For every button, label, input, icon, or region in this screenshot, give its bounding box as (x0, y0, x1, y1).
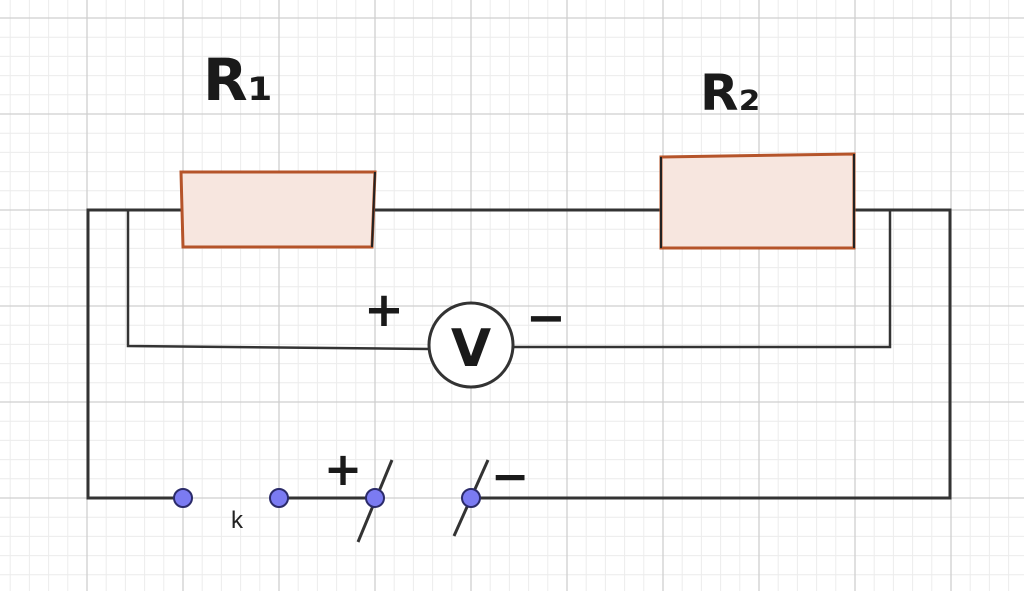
main-wire-top-left (86, 208, 183, 500)
battery-minus-sign: − (491, 449, 530, 503)
resistor-r1-edge (371, 171, 376, 248)
voltmeter-wire-left (126, 210, 431, 351)
voltmeter-circle (427, 301, 515, 389)
battery-node-negative[interactable] (461, 488, 481, 508)
voltmeter-symbol: V (451, 319, 491, 379)
switch-label: k (231, 507, 244, 534)
r1-label: R₁ (203, 46, 273, 114)
voltmeter-wire-right (512, 210, 892, 349)
r2-label: R₂ (700, 64, 760, 122)
voltmeter-minus-sign: − (526, 290, 566, 346)
resistor-r2 (659, 152, 856, 250)
voltmeter-plus-sign: + (364, 282, 404, 338)
switch-node-left[interactable] (173, 488, 193, 508)
switch-node-right[interactable] (269, 488, 289, 508)
battery-node-positive[interactable] (365, 488, 385, 508)
voltmeter: V (427, 301, 515, 389)
resistor-r1 (179, 170, 377, 249)
battery-plus-sign: + (324, 442, 363, 496)
main-wire-right (472, 208, 952, 500)
